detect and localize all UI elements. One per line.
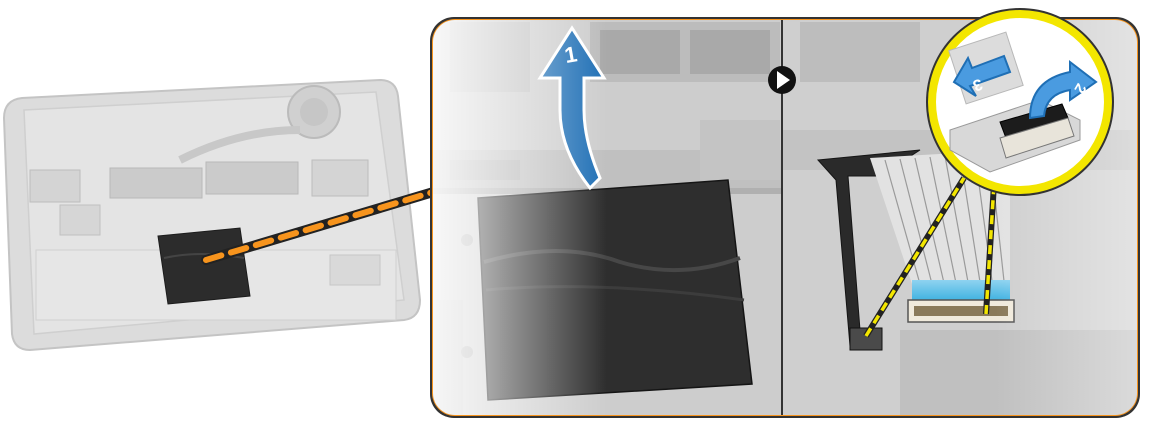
wlan-card xyxy=(30,170,80,202)
wwan-card xyxy=(312,160,368,196)
memory-module xyxy=(110,168,202,198)
tape-overview xyxy=(158,228,250,304)
memory-module xyxy=(206,162,298,194)
next-step-icon xyxy=(768,66,796,94)
callout-magnifier: 3 2 xyxy=(926,8,1114,196)
laptop-overview xyxy=(4,80,440,350)
